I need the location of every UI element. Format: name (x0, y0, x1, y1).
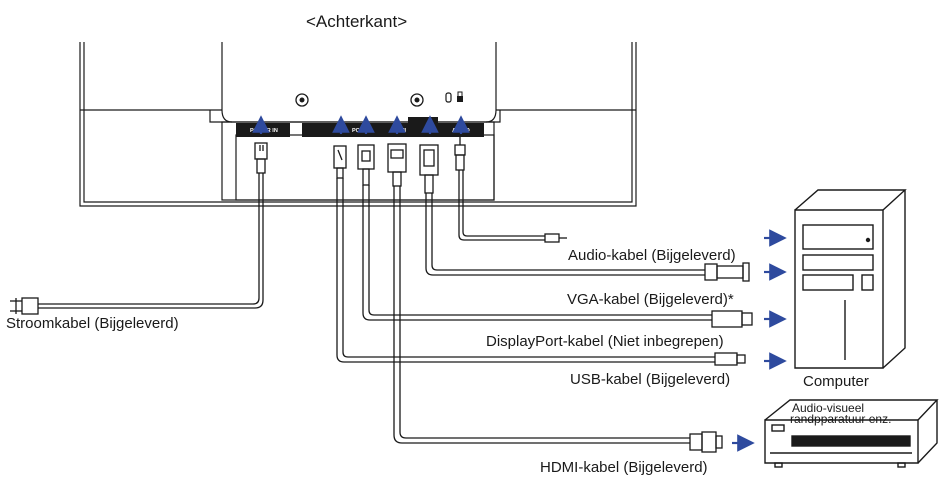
audio-jack-end (544, 233, 567, 243)
hdmi-cable-label: HDMI-kabel (Bijgeleverd) (540, 459, 708, 476)
pc-usb-port-label: PC USB (352, 128, 373, 134)
vga-plug-end (704, 262, 750, 282)
device-arrows (732, 229, 787, 452)
computer-label: Computer (803, 373, 869, 390)
av-equipment-label-line1: Audio-visueel (792, 401, 865, 415)
hdmi-port-label: HDMI (392, 128, 407, 134)
vga-cable-label: VGA-kabel (Bijgeleverd)* (567, 291, 734, 308)
cable-lines (38, 170, 715, 444)
screw-right (410, 93, 424, 107)
displayport-plug-end (711, 310, 753, 328)
usb-plug-end (714, 352, 746, 366)
power-plug-end (10, 297, 39, 315)
usb-cable-label: USB-kabel (Bijgeleverd) (570, 371, 731, 388)
kensington-slot-icon (445, 92, 452, 103)
port-arrows (252, 115, 470, 134)
audio-cable-label: Audio-kabel (Bijgeleverd) (568, 247, 736, 264)
io-port-panel (302, 117, 484, 137)
hdmi-plug-end (689, 431, 723, 453)
screw-left (295, 93, 309, 107)
lock-icon (457, 91, 463, 102)
av-equipment-icon (764, 399, 939, 468)
displayport-cable-label: DisplayPort-kabel (Niet inbegrepen) (486, 333, 724, 350)
page-title: <Achterkant> (306, 12, 408, 31)
monitor-connectors (254, 135, 466, 194)
power-cable-label: Stroomkabel (Bijgeleverd) (6, 315, 179, 332)
av-equipment-label-line2: randpparatuur enz. (790, 412, 892, 426)
computer-tower-icon (794, 189, 907, 369)
power-in-port-label: POWER IN (250, 128, 278, 134)
